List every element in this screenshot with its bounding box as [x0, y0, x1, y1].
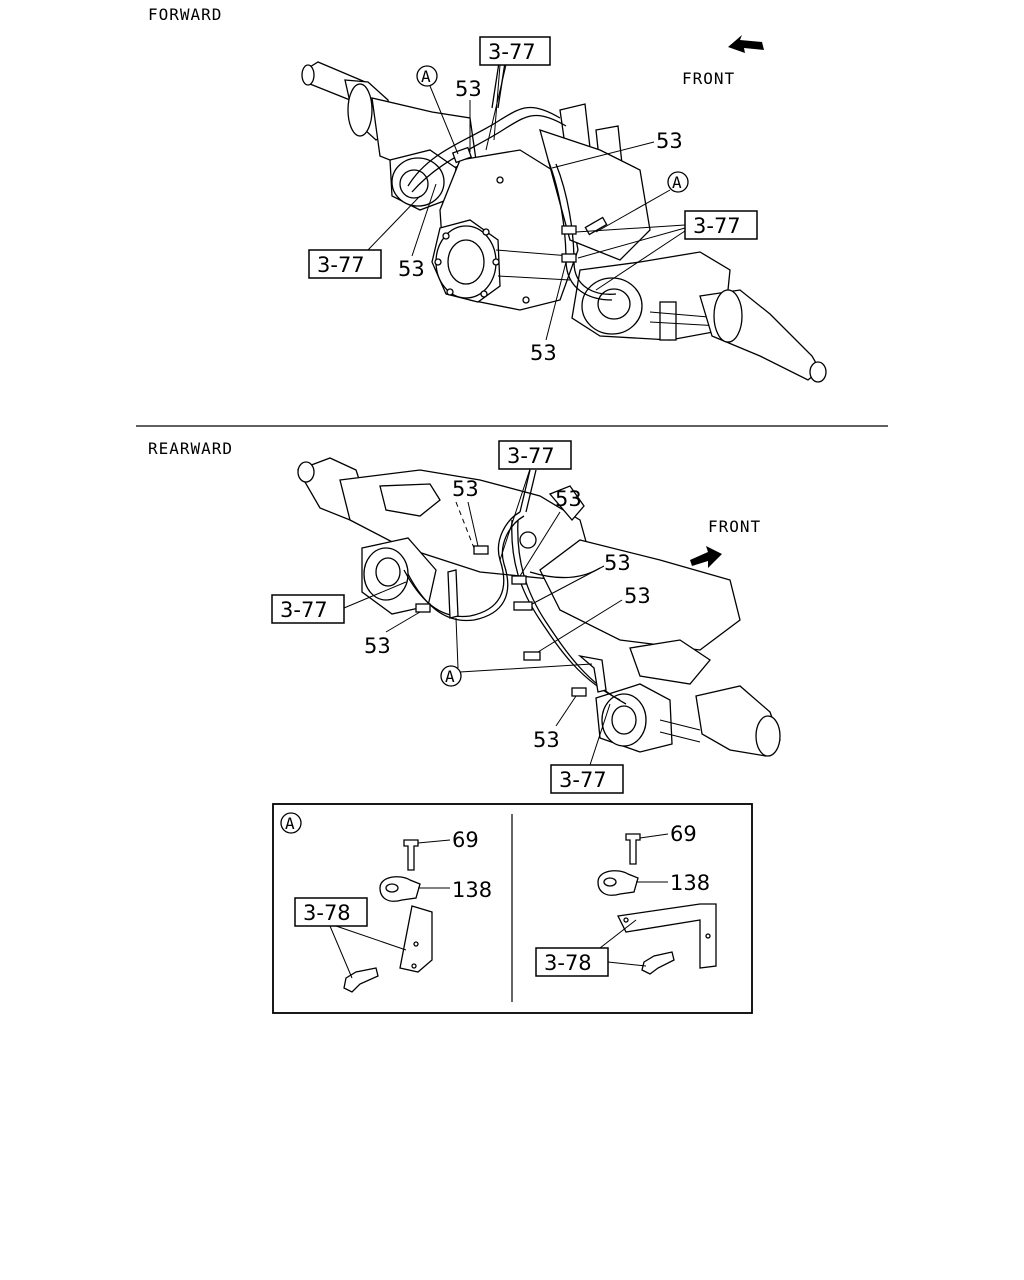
forward-part-53-a[interactable]: 53 [455, 77, 482, 101]
detail-left-bolt[interactable]: 69 [452, 828, 479, 852]
clip-icon [597, 870, 639, 896]
forward-ref-top[interactable]: 3-77 [488, 40, 536, 64]
detail-a-box: A 69 138 3-78 69 138 [272, 803, 753, 1014]
detail-left-ref[interactable]: 3-78 [303, 901, 351, 925]
forward-ref-right[interactable]: 3-77 [693, 214, 741, 238]
rearward-axle-drawing [297, 457, 781, 757]
forward-ref-top-box [479, 36, 551, 66]
forward-detail-a2-marker [667, 171, 689, 193]
clip-icon [379, 876, 421, 902]
forward-part-53-b[interactable]: 53 [656, 129, 683, 153]
forward-part-53-d[interactable]: 53 [530, 341, 557, 365]
rearward-ref-bottom[interactable]: 3-77 [559, 768, 607, 792]
detail-right-ref-box [535, 947, 609, 977]
rearward-part-53-a[interactable]: 53 [452, 477, 479, 501]
rearward-ref-top[interactable]: 3-77 [507, 444, 555, 468]
forward-ref-left-box [308, 249, 382, 279]
bolt-icon [625, 833, 641, 865]
detail-left-ref-box [294, 897, 368, 927]
detail-marker-circle [280, 812, 302, 834]
detail-left-clip[interactable]: 138 [452, 878, 492, 902]
detail-left: 69 138 3-78 [294, 828, 492, 993]
detail-right-bolt[interactable]: 69 [670, 822, 697, 846]
forward-detail-a1-marker [416, 65, 438, 87]
screw-icon [641, 951, 675, 975]
rearward-part-53-b[interactable]: 53 [555, 487, 582, 511]
rearward-part-53-c[interactable]: 53 [604, 551, 631, 575]
detail-right: 69 138 3-78 [535, 822, 717, 977]
rearward-ref-left-box [271, 594, 345, 624]
forward-detail-a2[interactable]: A [672, 173, 683, 192]
rearward-part-53-d[interactable]: 53 [624, 584, 651, 608]
rearward-detail-a-marker [440, 665, 462, 687]
forward-front-label: FRONT [682, 69, 735, 88]
rearward-part-53-e[interactable]: 53 [364, 634, 391, 658]
rearward-ref-top-box [498, 440, 572, 470]
detail-right-ref[interactable]: 3-78 [544, 951, 592, 975]
forward-part-53-c[interactable]: 53 [398, 257, 425, 281]
rearward-part-53-f[interactable]: 53 [533, 728, 560, 752]
rearward-front-label: FRONT [708, 517, 761, 536]
forward-title: FORWARD [148, 5, 222, 24]
bracket-icon [399, 905, 433, 973]
bracket-icon [617, 903, 717, 969]
front-arrow-icon [690, 546, 722, 568]
rearward-detail-a[interactable]: A [445, 667, 456, 686]
front-arrow-icon [728, 35, 764, 53]
forward-axle-drawing [301, 55, 827, 383]
forward-detail-a1[interactable]: A [421, 67, 432, 86]
detail-right-clip[interactable]: 138 [670, 871, 710, 895]
detail-marker: A [285, 814, 296, 833]
bolt-icon [403, 839, 419, 871]
rearward-ref-left[interactable]: 3-77 [280, 598, 328, 622]
screw-icon [343, 967, 379, 993]
rearward-title: REARWARD [148, 439, 233, 458]
forward-section: FORWARD FRONT [148, 5, 827, 383]
rearward-section: REARWARD FRONT [148, 439, 781, 794]
rearward-ref-bottom-box [550, 764, 624, 794]
forward-ref-left[interactable]: 3-77 [317, 253, 365, 277]
